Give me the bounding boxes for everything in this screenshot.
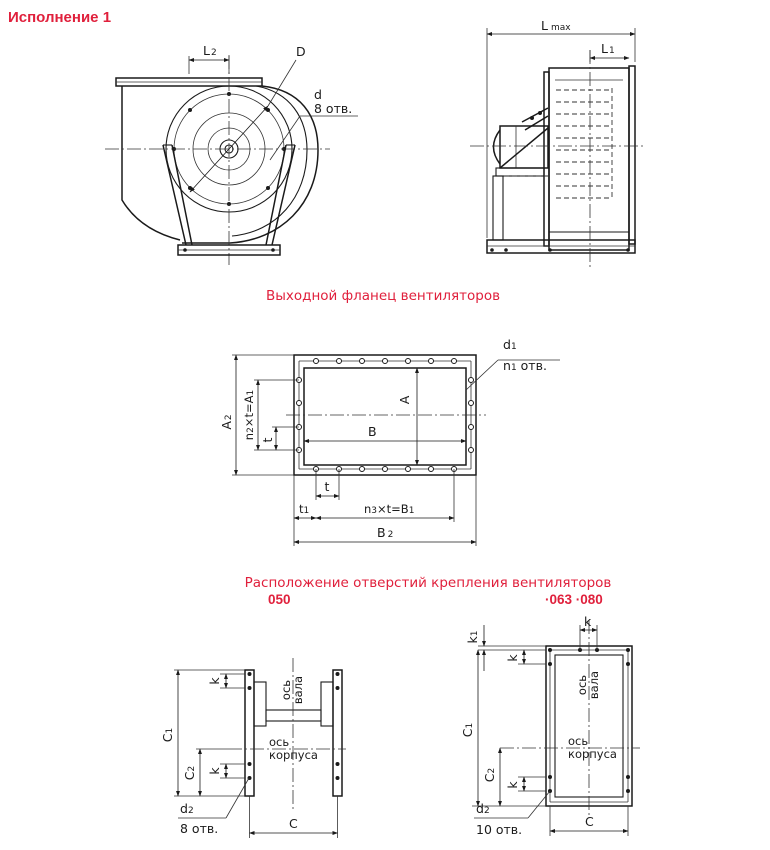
flange-caption: Выходной фланец вентиляторов (266, 288, 500, 304)
label-C-left: C (289, 816, 298, 831)
label-body-axis-right-2: корпуса (568, 747, 617, 761)
model-050: 050 (268, 592, 291, 607)
mounting-caption: Расположение отверстий крепления вентиля… (245, 575, 612, 591)
label-shaft-axis-left-2: вала (291, 676, 305, 704)
label-d2-right: d2 (476, 801, 490, 816)
label-C1-left: C1 (160, 728, 175, 742)
label-k-left-bottom: k (207, 767, 222, 775)
label-A: A (397, 395, 412, 404)
label-L1: L1 (601, 41, 615, 56)
label-shaft-axis-right-2: вала (587, 671, 601, 699)
label-shaft-axis-right-1: ось (575, 675, 589, 695)
label-t-horizontal: t (325, 479, 330, 494)
label-A2: A2 (219, 414, 234, 429)
label-body-axis-left-2: корпуса (269, 748, 318, 762)
label-k-right-side-bottom: k (505, 781, 520, 789)
label-left-holes: 8 отв. (180, 821, 218, 836)
label-k-left-top: k (207, 677, 222, 685)
label-body-axis-left-1: ось (269, 735, 289, 749)
label-t1: t1 (299, 502, 309, 516)
label-body-axis-right-1: ось (568, 734, 588, 748)
label-shaft-axis-left-1: ось (279, 680, 293, 700)
model-063-080: ·063 ·080 (545, 592, 603, 607)
label-C-right: C (585, 814, 594, 829)
label-t-vertical: t (260, 437, 275, 442)
label-C2-right: C2 (482, 768, 497, 782)
heading: Исполнение 1 (8, 9, 111, 26)
label-L2: L2 (203, 43, 217, 58)
label-n1-holes: n1 отв. (503, 358, 547, 373)
label-C2-left: C2 (182, 766, 197, 780)
label-k1: k1 (465, 631, 480, 644)
label-d2-left: d2 (180, 801, 194, 816)
label-C1-right: C1 (460, 723, 475, 737)
label-n3: n3×t=B1 (364, 502, 414, 516)
label-D: D (296, 44, 306, 59)
label-d: d (314, 87, 322, 102)
label-d1: d1 (503, 337, 517, 352)
label-right-holes: 10 отв. (476, 822, 522, 837)
mounting-050: C1 C2 k k C d2 8 отв. ось вала ось корпу… (160, 658, 346, 838)
label-k-right-side-top: k (505, 654, 520, 662)
front-view: L2 D d 8 отв. (105, 43, 358, 265)
label-front-holes: 8 отв. (314, 101, 352, 116)
mounting-063-080: k k1 C1 C2 k k C d2 10 отв. ось вал (460, 614, 640, 837)
label-n2: n2×t=A1 (242, 390, 256, 440)
label-k-right-top: k (584, 614, 592, 629)
label-B: B (368, 424, 377, 439)
